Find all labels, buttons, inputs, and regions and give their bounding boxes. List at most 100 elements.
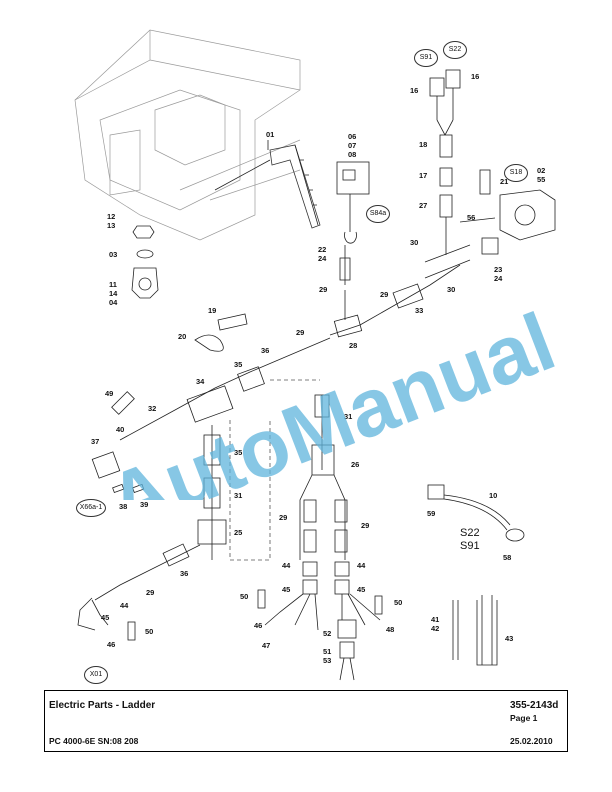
callout-label: 12 13 [107, 212, 116, 230]
part-49 [111, 391, 135, 415]
callout-label: 23 24 [494, 265, 503, 283]
machine-serial: PC 4000-6E SN:08 208 [49, 736, 139, 746]
callout-label: 49 [105, 389, 114, 398]
ref-circle: S84a [366, 205, 390, 223]
callout-label: 06 07 08 [348, 132, 357, 159]
part-06 [336, 161, 370, 195]
callout-label: 18 [419, 140, 428, 149]
callout-label: 51 53 [323, 647, 332, 665]
callout-label: 38 [119, 502, 128, 511]
callout-label: 39 [140, 500, 149, 509]
part-19-tag [217, 313, 248, 331]
part-11-clamp [131, 267, 159, 299]
callout-label: 58 [503, 553, 512, 562]
callout-label: 25 [234, 528, 243, 537]
callout-label: 47 [262, 641, 271, 650]
callout-label: 19 [208, 306, 217, 315]
part-16-right [445, 69, 461, 89]
callout-label: 36 [180, 569, 189, 578]
callout-label: 29 [146, 588, 155, 597]
callout-label: 50 [394, 598, 403, 607]
drawing-title: Electric Parts - Ladder [49, 700, 156, 711]
callout-label: 46 [107, 640, 116, 649]
part-31-top [314, 394, 330, 418]
page-number: Page 1 [510, 713, 538, 723]
callout-label: 11 14 04 [109, 280, 118, 307]
part-33-tee [392, 283, 424, 309]
part-50-right [374, 595, 383, 615]
callout-label: 33 [415, 306, 424, 315]
ref-circle: S91 [414, 49, 438, 67]
title-block: Electric Parts - Ladder 355-2143d Page 1… [44, 690, 568, 752]
callout-label: 45 [101, 613, 110, 622]
callout-label: 29 [361, 521, 370, 530]
part-16-left [429, 77, 445, 97]
callout-label: 30 [410, 238, 419, 247]
callout-label: 31 [234, 491, 243, 500]
part-59 [427, 484, 445, 500]
part-12-nut [132, 225, 155, 239]
callout-label: 45 [357, 585, 366, 594]
callout-label: 21 [500, 177, 509, 186]
callout-label: 22 24 [318, 245, 327, 263]
cable-designation: S22 S91 [460, 527, 480, 552]
callout-label: 35 [234, 448, 243, 457]
part-18 [439, 134, 453, 158]
callout-label: 50 [145, 627, 154, 636]
machine-outline [74, 29, 301, 241]
part-50-mid [257, 589, 266, 609]
ref-circle: S22 [443, 41, 467, 59]
callout-label: 37 [91, 437, 100, 446]
callout-label: 45 [282, 585, 291, 594]
part-25-tee [197, 519, 227, 545]
callout-label: 02 55 [537, 166, 546, 184]
callout-label: 31 [344, 412, 353, 421]
watermark: AutoManual [96, 296, 567, 500]
callout-label: 46 [254, 621, 263, 630]
callout-label: 50 [240, 592, 249, 601]
watermark-text: AutoManual [96, 296, 567, 500]
part-35-lower [203, 434, 221, 466]
callout-label: 52 [323, 629, 332, 638]
callout-label: 56 [467, 213, 476, 222]
callout-label: 01 [266, 130, 275, 139]
callout-label: 36 [261, 346, 270, 355]
part-46-lower [127, 621, 136, 641]
ref-circle: X66a-1 [76, 499, 106, 517]
part-51 [339, 641, 355, 659]
callout-label: 48 [386, 625, 395, 634]
callout-label: 43 [505, 634, 514, 643]
callout-label: 29 [319, 285, 328, 294]
callout-label: 40 [116, 425, 125, 434]
callout-label: 35 [234, 360, 243, 369]
callout-label: 26 [351, 460, 360, 469]
drawing-date: 25.02.2010 [510, 736, 553, 746]
part-21 [479, 169, 491, 195]
part-58 [505, 528, 525, 542]
part-02-box [499, 189, 556, 241]
document-number: 355-2143d [510, 700, 559, 711]
callout-label: 29 [279, 513, 288, 522]
part-03-washer [136, 249, 154, 259]
part-37 [91, 451, 121, 479]
callout-label: 10 [489, 491, 498, 500]
callout-label: 27 [419, 201, 428, 210]
callout-label: 20 [178, 332, 187, 341]
callout-label: 28 [349, 341, 358, 350]
callout-label: 16 [471, 72, 480, 81]
callout-label: 29 [296, 328, 305, 337]
callout-label: 30 [447, 285, 456, 294]
callout-label: 44 [357, 561, 366, 570]
callout-label: 44 [120, 601, 129, 610]
callout-label: 16 [410, 86, 419, 95]
callout-label: 59 [427, 509, 436, 518]
part-34-tee [186, 385, 234, 423]
callout-label: 03 [109, 250, 118, 259]
part-26-tee [311, 444, 335, 476]
part-17 [439, 167, 453, 187]
part-36-lower [162, 543, 190, 567]
part-27 [439, 194, 453, 218]
part-20-tie [194, 334, 224, 352]
part-52 [337, 619, 357, 639]
part-28-tee [333, 314, 363, 338]
